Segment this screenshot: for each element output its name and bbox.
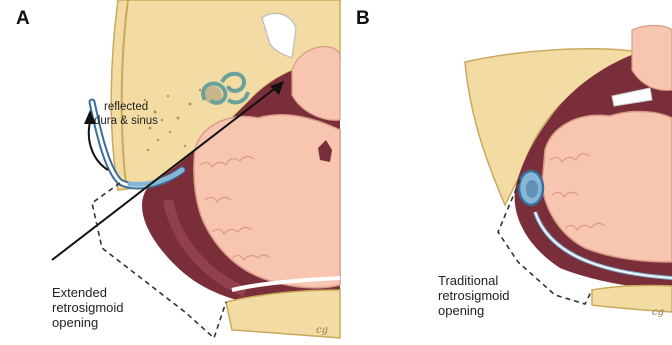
traditional-opening-label-line-1: Traditional — [438, 273, 498, 288]
panel-a-artist-signature: cg — [316, 325, 328, 336]
panel-b-letter: B — [356, 8, 370, 29]
extended-opening-label-line-1: Extended — [52, 285, 107, 300]
extended-opening-label-line-3: opening — [52, 315, 98, 330]
panel-b-artist-signature: cg — [652, 307, 664, 318]
traditional-opening-label-line-2: retrosigmoid — [438, 288, 510, 303]
panel-b: B Traditional retrosigmoid opening cg — [356, 8, 672, 318]
traditional-opening-label-line-3: opening — [438, 303, 484, 318]
reflected-label-line-1: reflected — [104, 101, 148, 113]
panel-a: A reflected dura & sinus Extended retros… — [16, 0, 340, 338]
extended-opening-label-line-2: retrosigmoid — [52, 300, 124, 315]
panel-b-sinus-lumen — [526, 180, 538, 198]
panel-a-letter: A — [16, 8, 30, 29]
reflected-label-line-2: dura & sinus — [94, 115, 158, 127]
